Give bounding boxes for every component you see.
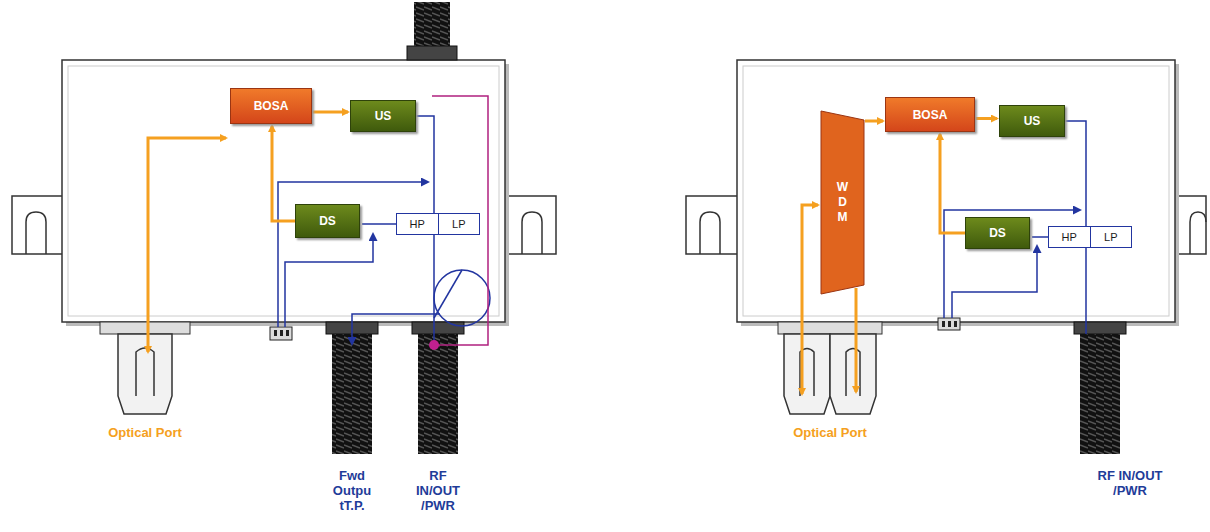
signal-connector [975,117,997,120]
downstream-box: DS [965,217,1030,249]
tab-slot [522,212,542,254]
tab-slot [700,212,720,254]
header-pin [274,330,277,336]
node-text: DS [319,214,336,228]
rf-connector-nut [407,46,457,60]
transceiver-box: BOSA [230,88,312,124]
optical-port-body [830,334,876,414]
node-text: US [375,109,392,123]
rf-connector-thread [414,2,450,48]
test-point-wire [278,182,428,327]
rf-connector-thread [1080,334,1120,454]
rf-connector-nut [1074,322,1126,334]
test-point-header [270,327,292,340]
node-text: W D M [837,180,849,225]
optical-fiber [802,205,818,394]
header-pin [286,330,289,336]
mount-tab [1175,196,1206,254]
upstream-box: US [350,100,416,132]
optical-port-body [118,334,172,414]
optical-port-key [846,349,860,397]
node-text: HP [1049,227,1090,247]
coupler [434,270,490,326]
node-text: HP [397,214,438,234]
diplex-filter: HPLP [1048,226,1132,248]
signal-connector [312,111,348,114]
signal-connector [865,120,883,123]
fwd-connector-thread [332,334,372,454]
mount-tab [686,196,737,254]
header-pin [954,321,957,327]
port-label: Fwd Outpu tT.P. [328,468,376,513]
node-text: DS [989,226,1006,240]
node-text: LP [438,214,480,234]
optical-fiber [855,288,858,392]
test-point-header [938,318,960,330]
mount-tab [505,196,556,254]
port-label: RF IN/OUT /PWR [408,468,468,513]
signal-connector [272,126,295,221]
transceiver-box: BOSA [885,97,975,132]
rf-connector-thread [418,334,458,454]
node-text: BOSA [254,99,289,113]
signal-connector [362,223,396,225]
tab-slot [1190,212,1206,254]
diplex-filter: HPLP [396,213,480,235]
coupler-tap [434,270,462,318]
signal-connector [940,134,965,233]
optical-port-body [784,334,830,414]
tab-slot [26,212,46,254]
header-pin [280,330,283,336]
header-pin [942,321,945,327]
rf-connector-nut [412,322,464,334]
right-unit [686,60,1206,454]
header-pin [948,321,951,327]
port-label: Optical Port [775,425,885,440]
wdm-outline [821,111,864,294]
test-point-wire [285,234,373,327]
optical-port-flange [100,322,190,334]
node-text: BOSA [913,108,948,122]
downstream-box: DS [295,204,360,238]
wdm-block: W D M [820,110,865,295]
power-dot [429,340,439,350]
signal-connector [1032,236,1048,238]
optical-port-flange [778,322,882,334]
port-label: Optical Port [90,425,200,440]
test-point-wire [952,246,1037,318]
optical-fiber [148,138,226,352]
fwd-output-wire [352,314,440,344]
upstream-box: US [999,105,1065,137]
node-text: US [1024,114,1041,128]
mount-tab [12,196,64,254]
port-label: RF IN/OUT /PWR [1084,468,1176,498]
optical-port-key [136,348,154,396]
left-unit [12,2,556,454]
node-text: LP [1090,227,1132,247]
housing-inner [743,66,1169,316]
